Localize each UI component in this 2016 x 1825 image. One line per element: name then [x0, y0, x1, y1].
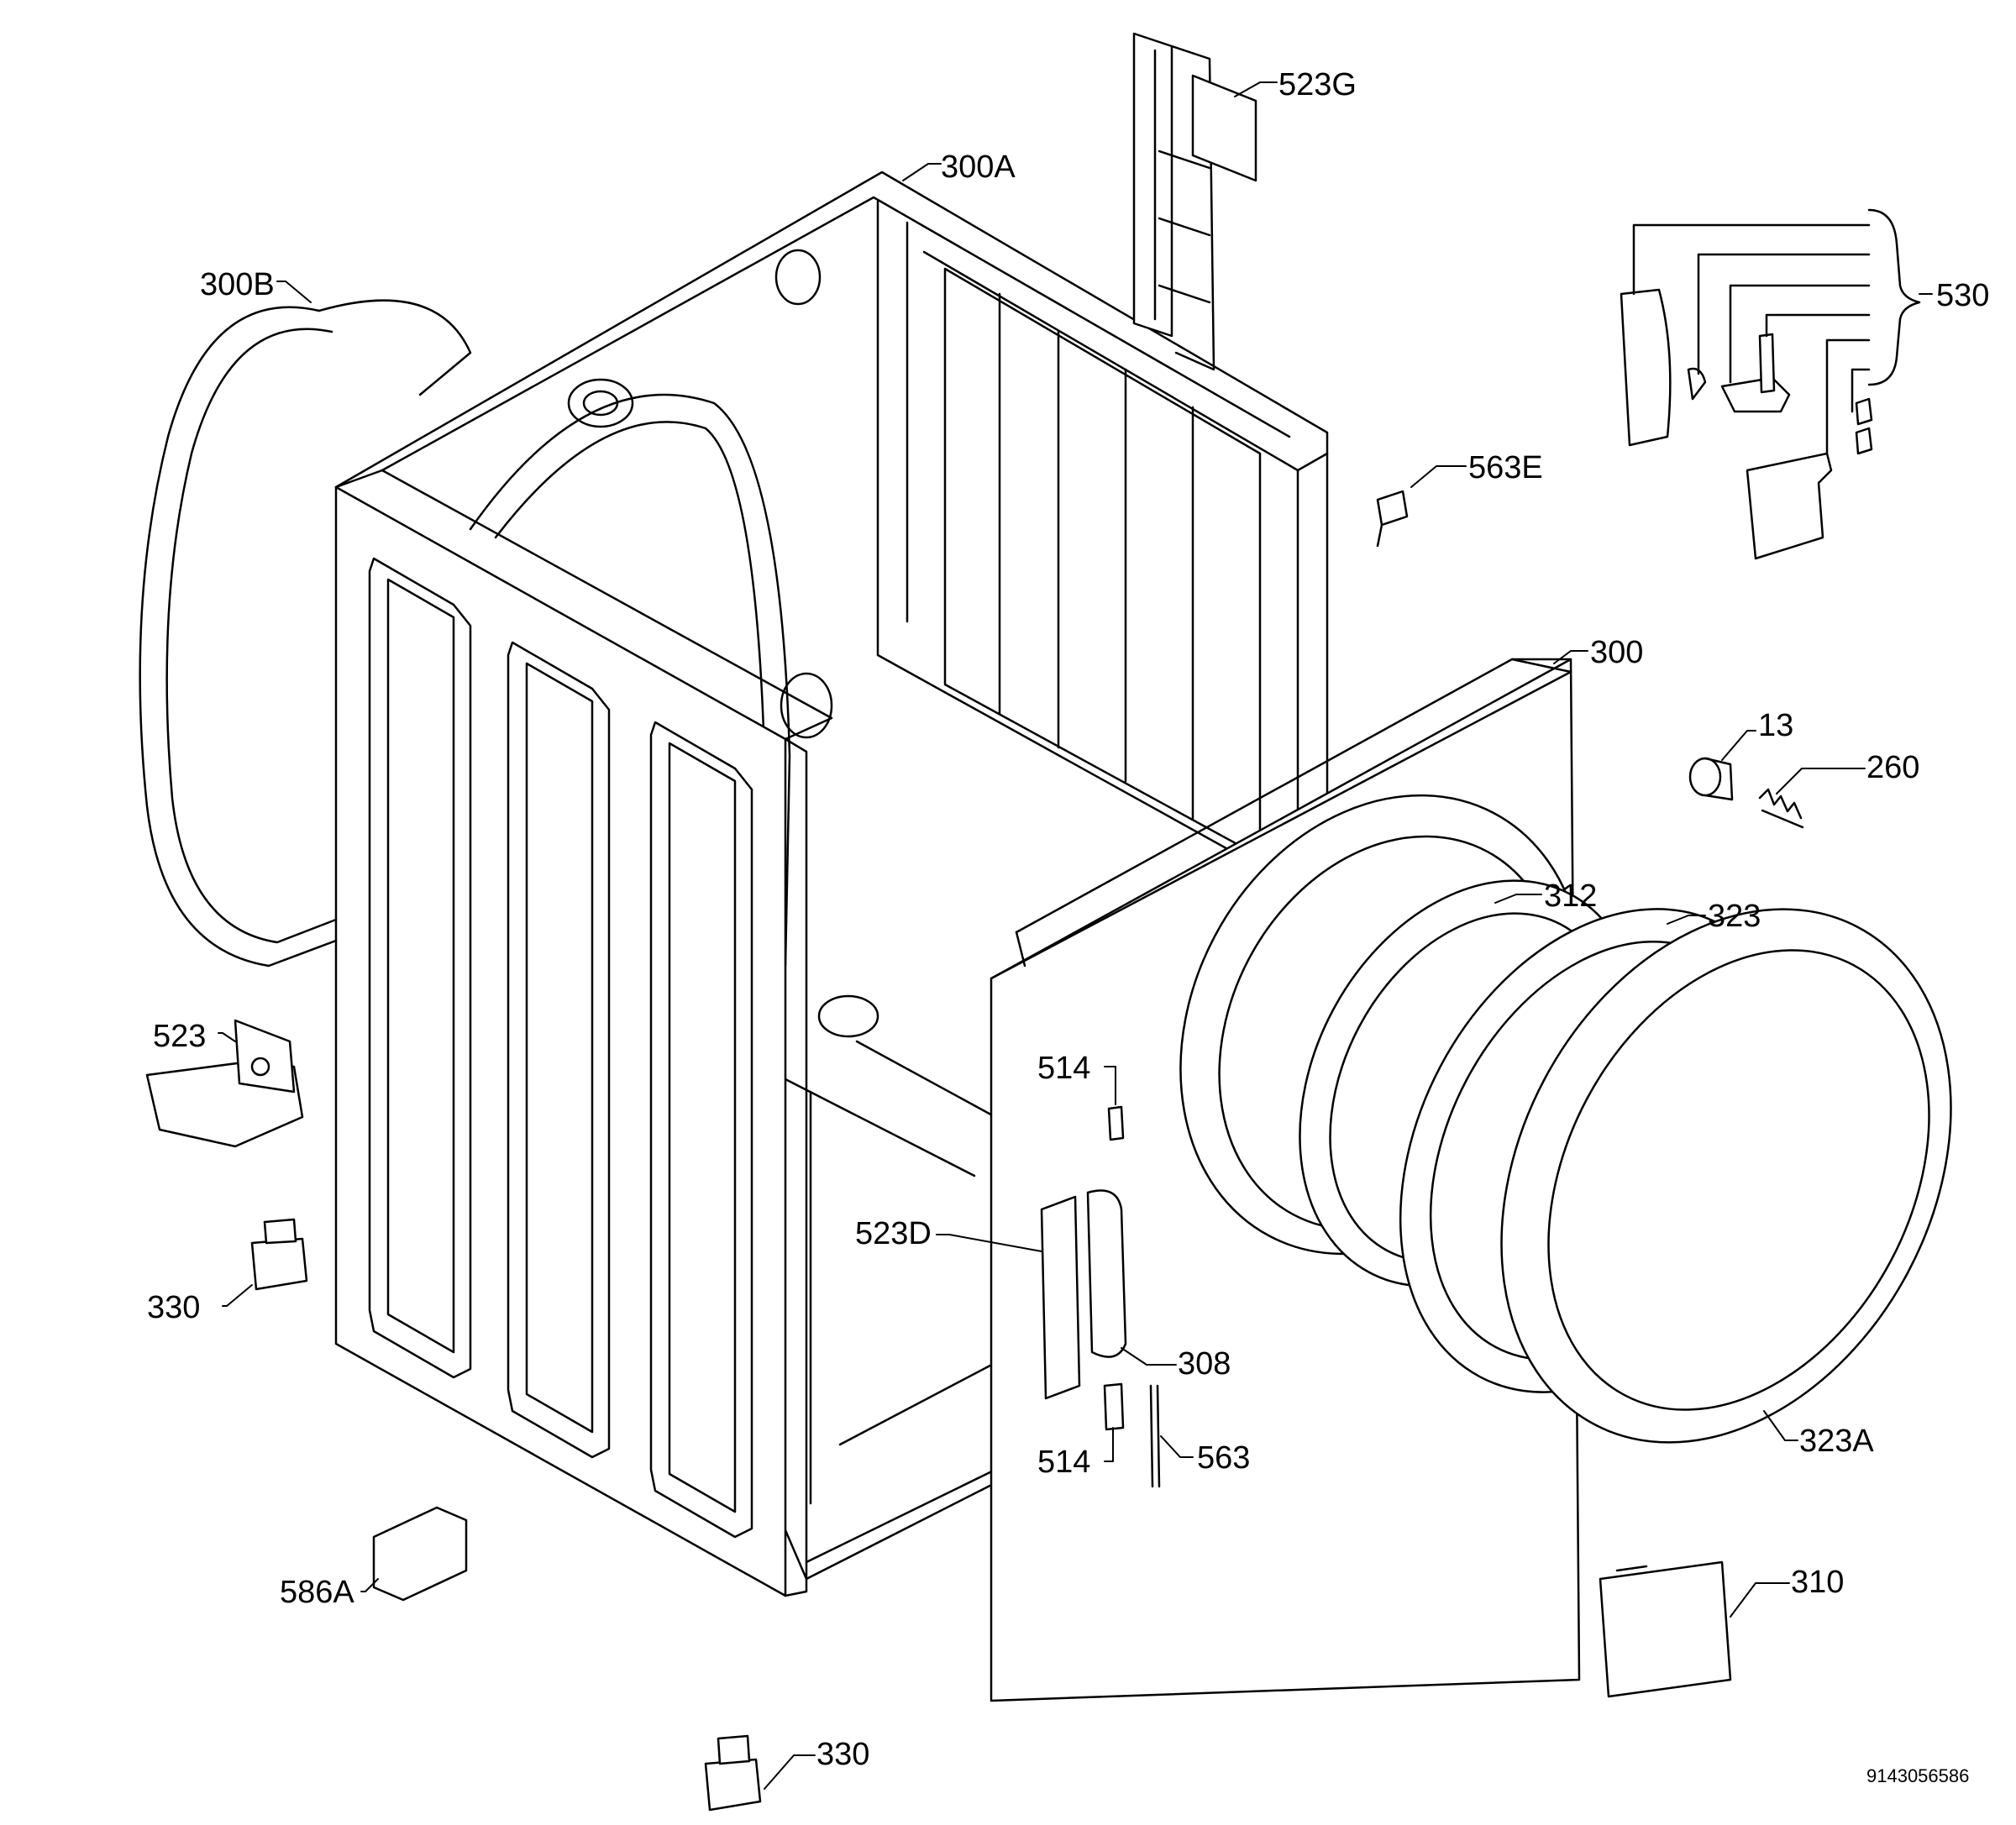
part-label-514-bottom: 514 — [1037, 1445, 1091, 1480]
label-leaders — [218, 82, 1932, 1789]
part-label-523D: 523D — [855, 1216, 932, 1251]
foot-523 — [147, 1020, 302, 1146]
leveling-foot-330-left — [252, 1219, 307, 1289]
door-hinge-523D — [1042, 1191, 1126, 1399]
part-label-300A: 300A — [941, 149, 1016, 185]
clip-563E — [1378, 491, 1407, 546]
rear-seal-ring-300B — [140, 301, 470, 966]
part-label-523: 523 — [153, 1019, 207, 1054]
top-bracket-523G — [1134, 34, 1256, 370]
cabinet-side-panel — [336, 470, 832, 1596]
part-label-300: 300 — [1590, 635, 1644, 670]
part-label-312: 312 — [1544, 878, 1598, 914]
door-outer-frame-323A — [1412, 831, 2016, 1521]
part-label-586A: 586A — [280, 1575, 354, 1610]
lock-assembly-530 — [1621, 210, 1919, 559]
part-label-330-left: 330 — [147, 1290, 201, 1325]
part-label-308: 308 — [1178, 1346, 1231, 1382]
part-label-563: 563 — [1197, 1440, 1251, 1476]
hinge-pins-514 — [1105, 1107, 1159, 1487]
part-label-330-bottom: 330 — [816, 1737, 870, 1772]
part-label-563E: 563E — [1468, 450, 1543, 485]
part-label-523G: 523G — [1278, 67, 1357, 102]
part-label-300B: 300B — [200, 267, 275, 302]
document-number: 9143056586 — [1866, 1765, 1970, 1786]
part-label-310: 310 — [1791, 1565, 1845, 1600]
cover-310 — [1600, 1562, 1730, 1697]
bushing-13 — [1690, 758, 1732, 800]
part-label-13: 13 — [1758, 708, 1794, 743]
part-label-323A: 323A — [1799, 1424, 1874, 1459]
part-label-323: 323 — [1708, 899, 1761, 934]
part-label-514-top: 514 — [1037, 1051, 1091, 1086]
spring-260 — [1760, 789, 1803, 827]
part-label-260: 260 — [1866, 750, 1920, 785]
part-label-530: 530 — [1936, 278, 1990, 313]
leveling-foot-330-bottom — [706, 1736, 760, 1810]
clip-586A — [374, 1508, 466, 1600]
